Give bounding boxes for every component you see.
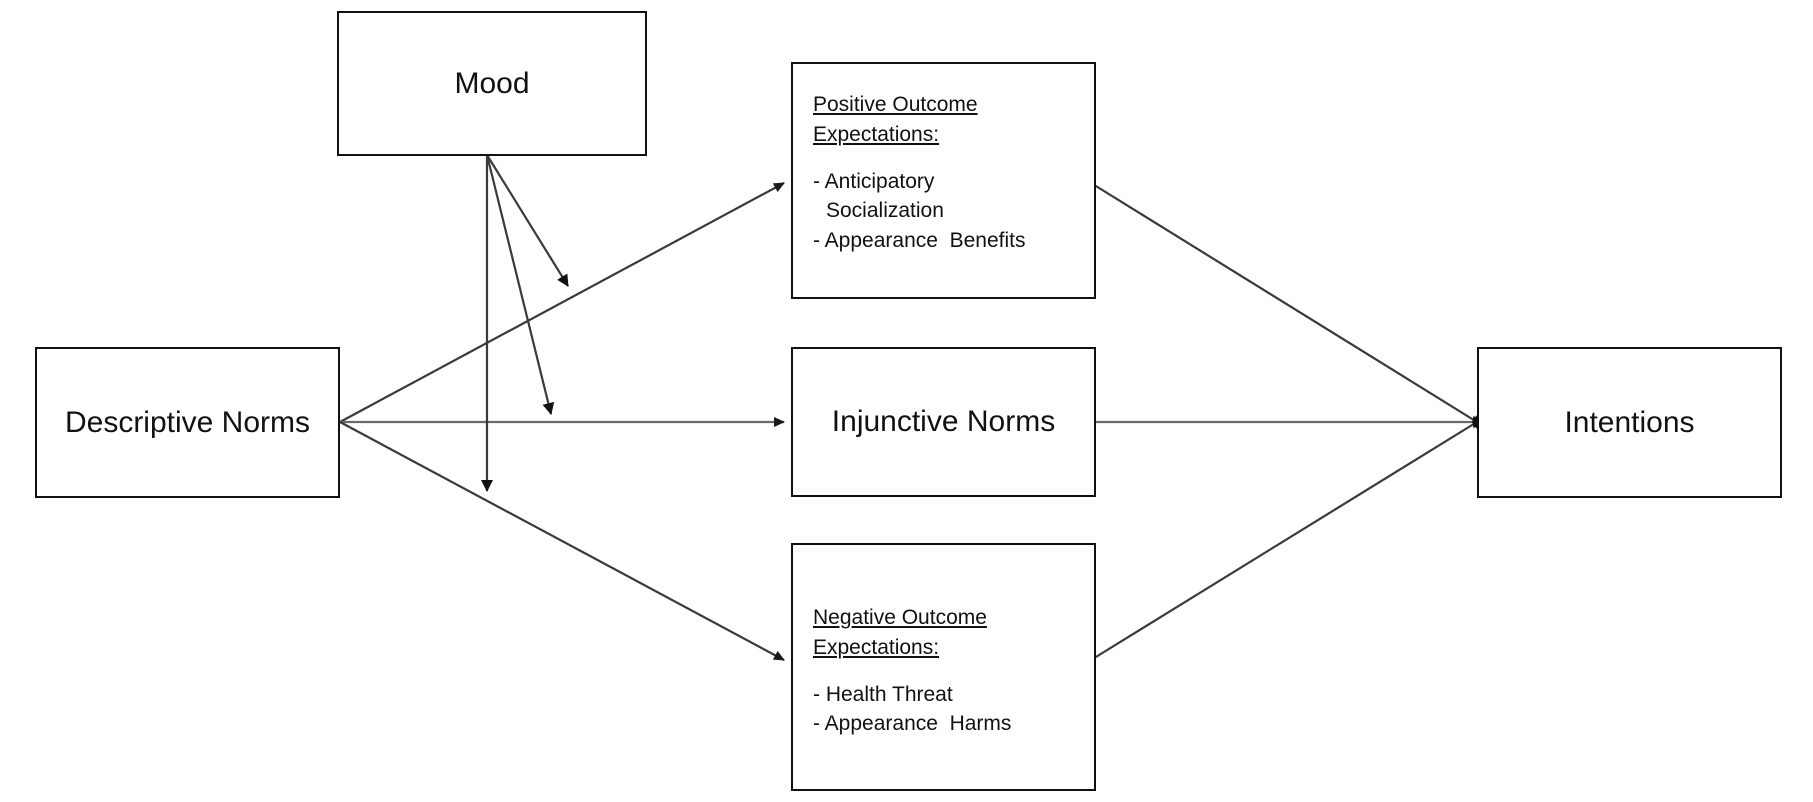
node-intentions[interactable]: Intentions — [1477, 347, 1782, 498]
positive-outcome-heading-line-2: Expectations: — [813, 123, 940, 147]
list-item: - Appearance Harms — [813, 712, 1012, 736]
positive-outcome-heading-line-1: Positive Outcome — [813, 93, 978, 116]
edge-descriptive-to-negative — [339, 421, 785, 661]
negative-outcome-heading-line-1: Negative Outcome — [813, 606, 987, 629]
positive-outcome-heading: Positive Outcome Expectations: — [813, 90, 1094, 151]
negative-outcome-items: - Health Threat - Appearance Harms — [813, 680, 1094, 739]
edge-descriptive-to-positive — [339, 182, 785, 423]
edge-positive-to-intentions — [1090, 182, 1482, 428]
node-injunctive-norms[interactable]: Injunctive Norms — [791, 347, 1096, 497]
node-descriptive-norms-label: Descriptive Norms — [64, 405, 311, 439]
positive-outcome-items: - Anticipatory Socialization - Appearanc… — [813, 167, 1094, 255]
node-intentions-label: Intentions — [1564, 405, 1695, 439]
node-mood[interactable]: Mood — [337, 11, 647, 156]
node-positive-outcome-expectations[interactable]: Positive Outcome Expectations: - Anticip… — [791, 62, 1096, 299]
edge-mood-to-positive-path — [486, 154, 569, 287]
node-mood-label: Mood — [454, 66, 530, 100]
negative-outcome-heading: Negative Outcome Expectations: — [813, 603, 1094, 664]
list-item: - Anticipatory — [813, 169, 935, 193]
node-negative-outcome-expectations[interactable]: Negative Outcome Expectations: - Health … — [791, 543, 1096, 791]
list-item: - Health Threat — [813, 682, 953, 706]
negative-outcome-heading-line-2: Expectations: — [813, 636, 940, 660]
list-item: Socialization — [826, 199, 944, 223]
edge-mood-to-injunctive-path — [485, 154, 555, 415]
node-descriptive-norms[interactable]: Descriptive Norms — [35, 347, 340, 498]
node-injunctive-norms-label: Injunctive Norms — [831, 405, 1056, 438]
edge-negative-to-intentions — [1090, 416, 1482, 661]
list-item: - Appearance Benefits — [813, 228, 1026, 252]
